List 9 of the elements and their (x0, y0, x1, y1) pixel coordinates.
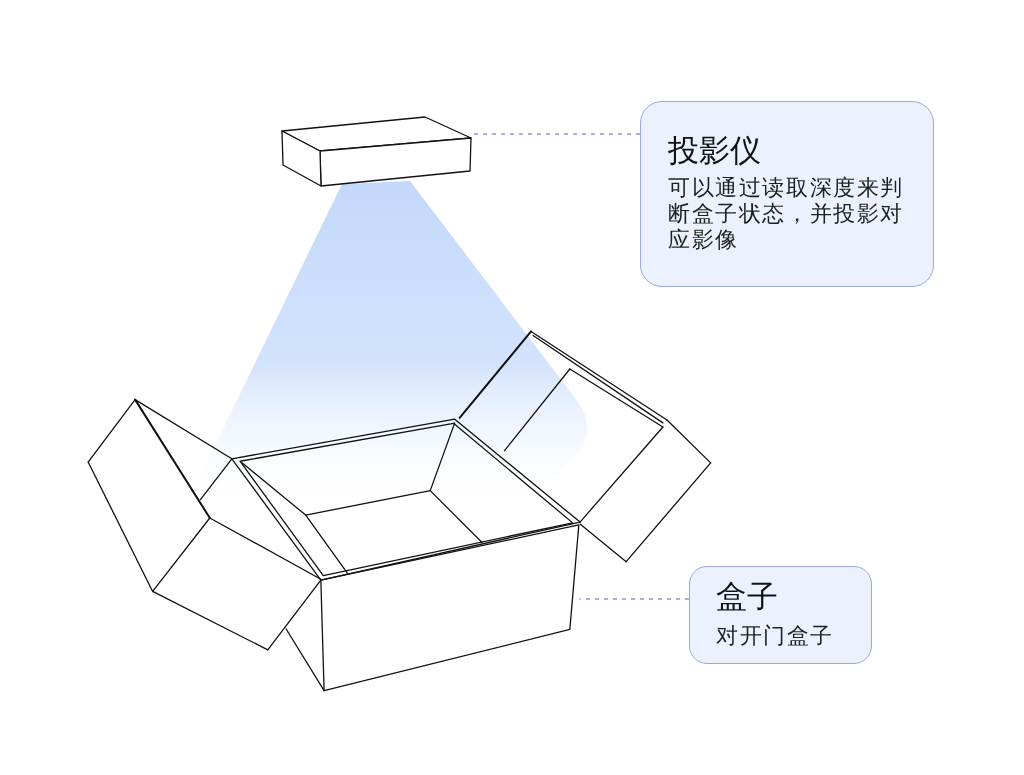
callout-title: 投影仪 (668, 132, 761, 170)
callout-description: 对开门盒子 (716, 623, 835, 650)
callout-card (689, 566, 872, 664)
callout-card (640, 101, 934, 287)
leader-line (578, 598, 690, 600)
callout-description: 可以通过读取深度来判断盒子状态，并投影对应影像 (668, 175, 905, 254)
callout-title: 盒子 (716, 578, 778, 616)
box-front-panel (320, 524, 580, 692)
projector-drawing (281, 116, 472, 187)
